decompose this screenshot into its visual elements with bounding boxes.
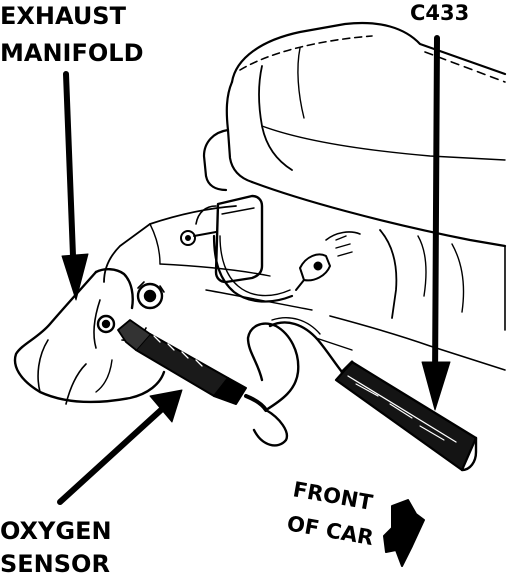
exhaust-label-line1: EXHAUST xyxy=(0,2,127,30)
c433-arrow xyxy=(432,35,440,385)
front-label-line1: FRONT xyxy=(291,477,375,515)
connector-c433 xyxy=(334,360,478,472)
front-of-car-arrow-icon xyxy=(383,499,425,567)
oxygen-label-line1: OXYGEN xyxy=(0,517,112,545)
engine-block xyxy=(103,21,507,371)
oxygen-sensor-arrow xyxy=(57,397,175,505)
c433-label: C433 xyxy=(410,1,469,25)
pointer-arrows xyxy=(57,35,451,505)
exhaust-manifold-arrow xyxy=(63,71,77,285)
sensor-pigtail-wire xyxy=(246,316,344,447)
oxygen-sensor xyxy=(117,319,268,412)
harness-bracket xyxy=(180,194,361,303)
oxygen-label-line2: SENSOR xyxy=(0,550,110,574)
exhaust-label-line2: MANIFOLD xyxy=(0,39,143,67)
front-label-line2: OF CAR xyxy=(285,511,375,550)
